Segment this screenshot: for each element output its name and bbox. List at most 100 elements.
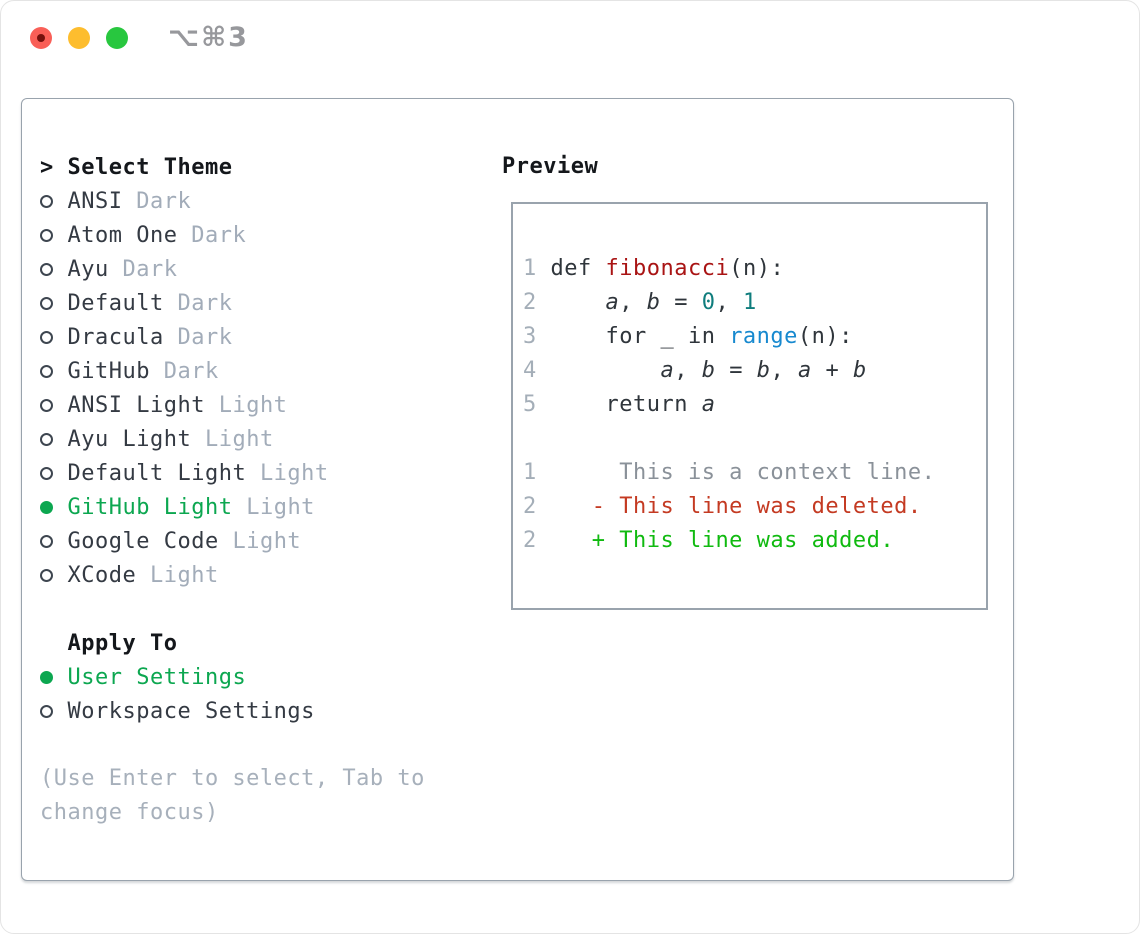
code-token: a [797,358,812,383]
spacer-row [40,728,425,762]
option-tag: Light [246,494,315,520]
radio-icon [40,704,68,718]
list-item[interactable]: Ayu Light Light [40,422,425,456]
option-label: Ayu [67,256,109,282]
line-number: 2 [523,494,537,519]
list-item[interactable]: Default Dark [40,286,425,320]
select-theme-header: > Select Theme [40,150,425,184]
radio-selected-icon [40,500,68,514]
code-token [551,290,606,315]
code-token: , [619,290,647,315]
list-item[interactable]: Default Light Light [40,456,425,490]
option-tag: Light [259,460,329,486]
code-token: b [756,358,771,383]
option-tag: Light [232,528,302,554]
code-token: + [811,358,853,383]
minimize-button-icon[interactable] [68,27,90,49]
diff-line-context: 1 This is a context line. [523,456,986,490]
select-theme-title: Select Theme [67,154,233,180]
help-text-line-1: (Use Enter to select, Tab to [40,766,425,791]
spacer-row [523,422,986,456]
diff-preview: 1 This is a context line. 2 - This line w… [523,456,986,558]
code-token: 1 [742,290,757,315]
code-line: 3 for _ in range(n): [523,320,986,354]
option-label: Workspace Settings [67,698,315,724]
option-label: Atom One [67,222,178,248]
option-label: Dracula [67,324,164,350]
preview-title: Preview [502,154,599,179]
radio-icon [40,568,68,582]
option-label: Google Code [67,528,219,554]
radio-icon [40,262,68,276]
list-item[interactable]: Atom One Dark [40,218,425,252]
close-button-icon[interactable] [30,27,52,49]
code-token: = [715,358,757,383]
option-tag: Dark [122,256,178,282]
code-token: range [729,324,798,349]
code-token: 0 [701,290,716,315]
list-item[interactable]: User Settings [40,660,425,694]
line-number: 5 [523,392,537,417]
diff-text: + This line was added. [550,528,895,553]
code-token: for _ in [550,324,730,349]
option-tag: Dark [191,222,247,248]
code-line: 4 a, b = b, a + b [523,354,986,388]
option-label: ANSI Light [67,392,205,418]
titlebar: ⌥⌘3 [1,1,1139,98]
option-tag: Light [204,426,274,452]
list-item[interactable]: Workspace Settings [40,694,425,728]
option-tag: Light [149,562,219,588]
radio-icon [40,194,68,208]
window-title: ⌥⌘3 [168,22,249,53]
code-token: b [852,358,867,383]
diff-text: This is a context line. [550,460,936,485]
code-token: b [701,358,716,383]
radio-icon [40,296,68,310]
option-tag: Dark [136,188,192,214]
code-token: = [660,290,702,315]
code-token: fibonacci [605,256,730,281]
option-label: Default Light [67,460,247,486]
diff-text: - This line was deleted. [550,494,922,519]
line-number: 3 [523,324,537,349]
code-token: b [646,290,661,315]
radio-icon [40,534,68,548]
zoom-button-icon[interactable] [106,27,128,49]
radio-icon [40,228,68,242]
option-label: XCode [67,562,137,588]
list-item[interactable]: Ayu Dark [40,252,425,286]
prompt-icon: > [40,154,54,180]
help-text-line-2: change focus) [40,800,219,825]
list-item[interactable]: XCode Light [40,558,425,592]
diff-line-added: 2 + This line was added. [523,524,986,558]
list-item[interactable]: Google Code Light [40,524,425,558]
code-token: , [770,358,798,383]
option-label: Ayu Light [67,426,192,452]
window-controls [30,27,128,49]
option-label: Default [67,290,164,316]
option-tag: Dark [163,358,219,384]
radio-icon [40,364,68,378]
code-token: , [715,290,743,315]
line-number: 2 [523,290,537,315]
line-number: 2 [523,528,537,553]
list-item[interactable]: ANSI Dark [40,184,425,218]
code-token: a [660,358,675,383]
option-label: ANSI [67,188,123,214]
code-line: 5 return a [523,388,986,422]
option-tag: Dark [177,290,233,316]
option-label: User Settings [67,664,247,690]
radio-selected-icon [40,670,68,684]
code-token: a [605,290,620,315]
